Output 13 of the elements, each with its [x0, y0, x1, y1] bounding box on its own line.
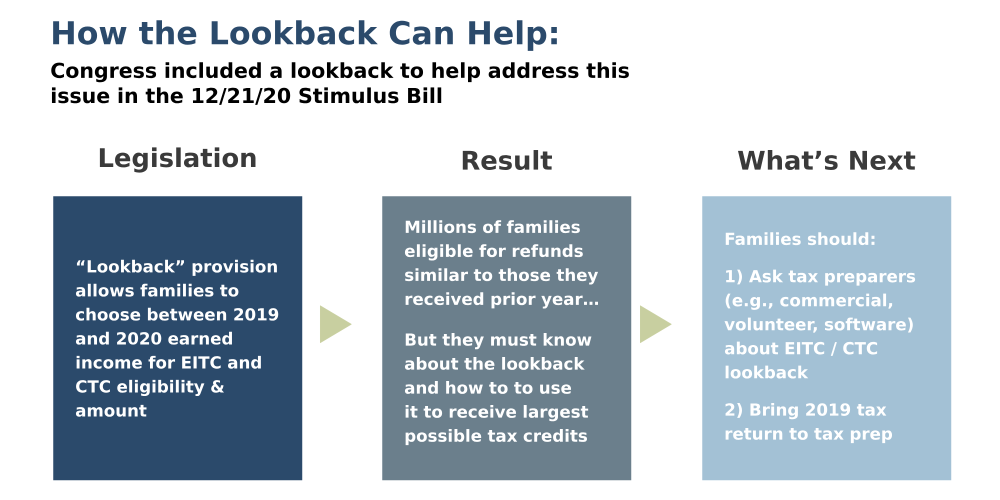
box-text: Families should:	[726, 232, 874, 246]
column-heading: Result	[462, 150, 552, 170]
column-heading: What’s Next	[738, 150, 916, 170]
column-heading: Legislation	[100, 147, 256, 173]
box-text: “Lookback” provision allows families to choose between 2019 and 2020 earned income for EITC and CTC eligibility & amount	[76, 260, 278, 417]
title: How the Lookback Can Help:	[53, 20, 557, 51]
box-text: 1) Ask tax preparers (e.g., commercial, volunteer, software) about EITC / CTC lookback	[724, 270, 916, 379]
box-text: But they must know about the lookback and how to to use it to receive largest possible tax credits	[404, 332, 592, 446]
box-text: Millions of families eligible for refunds similar to those they received prior year…	[404, 220, 598, 308]
box-text: 2) Bring 2019 tax return to tax prep	[726, 403, 892, 444]
arrow	[320, 305, 352, 344]
arrow	[640, 305, 672, 344]
subtitle: Congress included a lookback to help address this issue in the 12/21/20 Stimulus Bill	[51, 62, 629, 105]
